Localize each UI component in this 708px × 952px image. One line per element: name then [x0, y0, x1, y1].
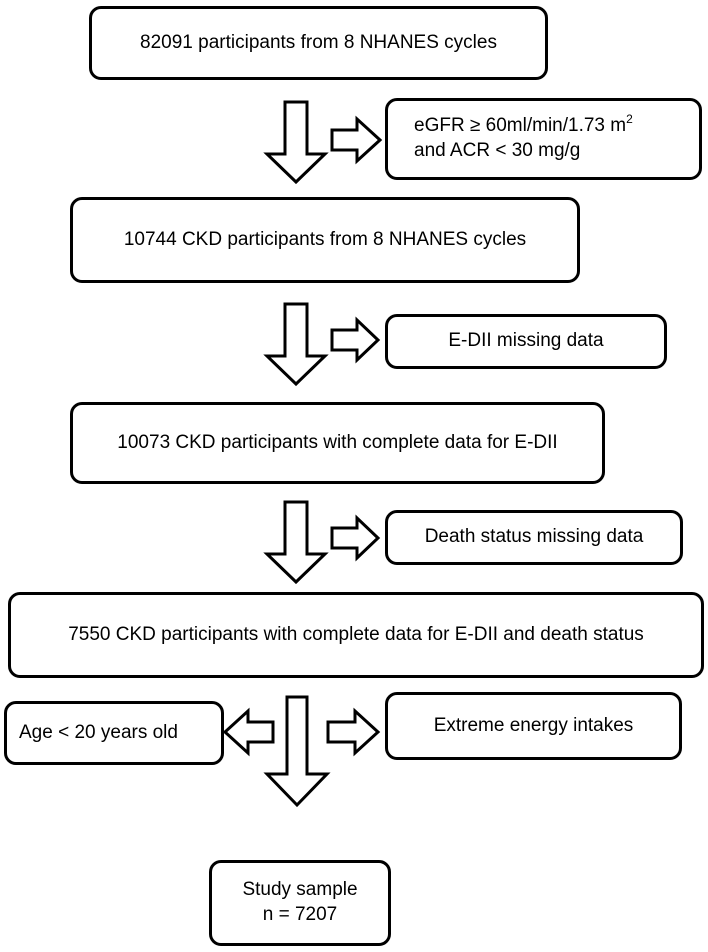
- exclusion-node-4b: Extreme energy intakes: [385, 692, 682, 760]
- exclusion-node-3: Death status missing data: [385, 510, 683, 565]
- down-arrow-4: [263, 695, 331, 808]
- exclusion-node-3-text: Death status missing data: [424, 526, 644, 548]
- down-arrow-1: [263, 100, 329, 185]
- exclusion-node-1: eGFR ≥ 60ml/min/1.73 m2 and ACR < 30 mg/…: [385, 98, 702, 180]
- left-arrow-4: [222, 707, 275, 757]
- exclusion-node-1-line1-text: eGFR ≥ 60ml/min/1.73 m: [414, 115, 627, 137]
- start-node: 82091 participants from 8 NHANES cycles: [89, 6, 548, 80]
- step-2-node: 10744 CKD participants from 8 NHANES cyc…: [70, 197, 580, 283]
- exclusion-node-1-line1: eGFR ≥ 60ml/min/1.73 m2: [414, 112, 633, 139]
- final-node-line1: Study sample: [242, 879, 358, 901]
- exclusion-node-1-superscript: 2: [626, 112, 633, 127]
- step-3-node-text: 10073 CKD participants with complete dat…: [117, 431, 558, 453]
- exclusion-node-2-text: E-DII missing data: [448, 330, 604, 352]
- down-arrow-2: [263, 302, 329, 387]
- right-arrow-1: [330, 115, 383, 165]
- final-node-line2: n = 7207: [262, 904, 338, 925]
- right-arrow-4: [326, 707, 381, 757]
- step-2-node-text: 10744 CKD participants from 8 NHANES cyc…: [123, 228, 527, 250]
- exclusion-node-1-line2: and ACR < 30 mg/g: [414, 140, 581, 161]
- right-arrow-3: [330, 514, 381, 562]
- exclusion-node-4a-text: Age < 20 years old: [19, 721, 178, 743]
- final-node: Study sample n = 7207: [209, 860, 391, 946]
- exclusion-node-2: E-DII missing data: [385, 314, 667, 369]
- step-4-node-text: 7550 CKD participants with complete data…: [68, 623, 644, 645]
- exclusion-node-4b-text: Extreme energy intakes: [433, 714, 634, 736]
- down-arrow-3: [263, 500, 329, 585]
- right-arrow-2: [330, 316, 381, 364]
- step-4-node: 7550 CKD participants with complete data…: [8, 592, 704, 678]
- start-node-text: 82091 participants from 8 NHANES cycles: [140, 31, 497, 53]
- step-3-node: 10073 CKD participants with complete dat…: [70, 402, 605, 484]
- exclusion-node-4a: Age < 20 years old: [4, 701, 224, 765]
